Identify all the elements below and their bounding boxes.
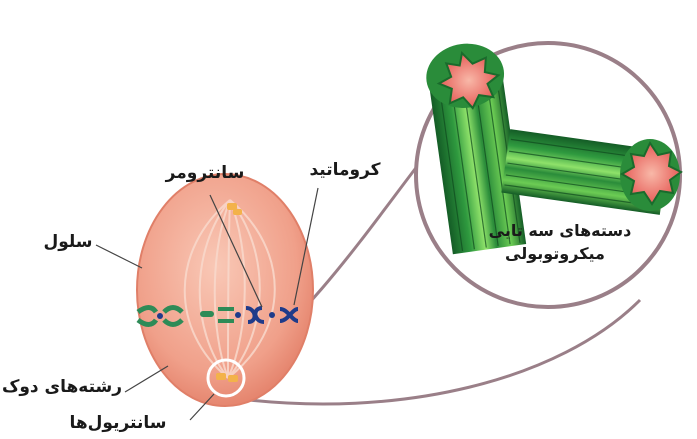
cell bbox=[137, 174, 313, 406]
leader-cell bbox=[96, 245, 142, 268]
label-centrioles: سانتریول‌ها bbox=[70, 413, 167, 433]
label-cell: سلول bbox=[43, 232, 92, 252]
label-triplets-line1: دسته‌های سه تایی bbox=[489, 221, 632, 240]
label-centromere: سانترومر bbox=[165, 163, 245, 183]
label-spindle-fibers: رشته‌های دوک bbox=[2, 377, 122, 397]
leader-spindle bbox=[125, 366, 168, 392]
label-triplets-line2: میکروتوبولی bbox=[505, 244, 605, 263]
label-chromatid: کروماتید bbox=[309, 160, 380, 180]
